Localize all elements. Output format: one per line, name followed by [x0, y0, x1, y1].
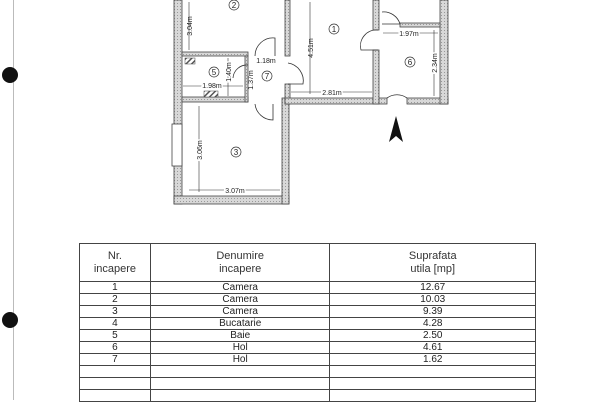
cell-name: Bucatarie [149, 317, 331, 330]
cell-area: 12.67 [329, 281, 536, 294]
table-row [79, 389, 536, 402]
dim-room1-height: 4.51m [308, 38, 315, 58]
cell-nr: 6 [79, 341, 151, 354]
header-suprafata-line2: utila [mp] [410, 262, 456, 275]
cell-nr [79, 377, 151, 390]
cell-nr: 2 [79, 293, 151, 306]
dim-room2-height: 3.04m [187, 16, 194, 36]
cell-name [149, 365, 331, 378]
room-number-3: 3 [234, 148, 239, 157]
cell-area: 9.39 [329, 305, 536, 318]
cell-area: 2.50 [329, 329, 536, 342]
dim-room5-width: 1.98m [202, 83, 222, 90]
room-number-1: 1 [332, 25, 337, 34]
cell-name: Hol [149, 353, 331, 366]
dim-room7-height: 1.37m [248, 70, 255, 90]
cell-name: Camera [149, 281, 331, 294]
fixture [184, 57, 196, 65]
cell-area [329, 377, 536, 390]
cell-name: Hol [149, 341, 331, 354]
cell-nr [79, 365, 151, 378]
header-suprafata-line1: Suprafata [408, 249, 457, 262]
dim-room7-width: 1.18m [256, 58, 276, 65]
dimension-lines [183, 2, 438, 192]
header-denumire-line2: incapere [219, 262, 262, 275]
page-margin-line [13, 0, 14, 400]
cell-area: 10.03 [329, 293, 536, 306]
dim-room6-height: 2.34m [432, 53, 439, 73]
table-row [79, 377, 536, 390]
north-arrow-icon [389, 116, 403, 142]
cell-nr: 1 [79, 281, 151, 294]
cell-nr: 5 [79, 329, 151, 342]
cell-area: 1.62 [329, 353, 536, 366]
dimension-labels: 3.04m 4.51m 1.97m 2.34m 1.18m 1.37m 1.98… [187, 16, 441, 196]
cell-area [329, 365, 536, 378]
cell-nr: 4 [79, 317, 151, 330]
walls [173, 0, 449, 205]
room-number-2: 2 [232, 1, 237, 10]
doors [232, 11, 408, 121]
room-number-6: 6 [408, 58, 413, 67]
cell-name: Camera [149, 293, 331, 306]
punch-hole [2, 312, 18, 328]
room-number-7: 7 [265, 72, 270, 81]
room-numbers: 1 2 3 4 5 6 7 [208, 0, 416, 158]
cell-name: Baie [149, 329, 331, 342]
dim-room3-height: 3.06m [197, 140, 204, 160]
header-nr-line1: Nr. [107, 249, 122, 262]
floor-plan: 3.04m 4.51m 1.97m 2.34m 1.18m 1.37m 1.98… [171, 0, 449, 205]
fixture [203, 90, 219, 98]
window [171, 123, 183, 167]
cell-nr: 7 [79, 353, 151, 366]
cell-area: 4.28 [329, 317, 536, 330]
header-nr-line2: incapere [93, 262, 137, 275]
punch-hole [2, 67, 18, 83]
dim-room6-width: 1.97m [399, 31, 419, 38]
dim-room3-width: 3.07m [225, 188, 245, 195]
dim-room5-height: 1.40m [226, 62, 233, 82]
cell-nr: 3 [79, 305, 151, 318]
header-denumire-line1: Denumire [216, 249, 265, 262]
table-row [79, 365, 536, 378]
room-number-5: 5 [212, 68, 217, 77]
cell-area: 4.61 [329, 341, 536, 354]
dim-room1-width: 2.81m [322, 90, 342, 97]
header-nr: Nr.incapere [79, 243, 151, 282]
cell-name: Camera [149, 305, 331, 318]
cell-name [149, 377, 331, 390]
